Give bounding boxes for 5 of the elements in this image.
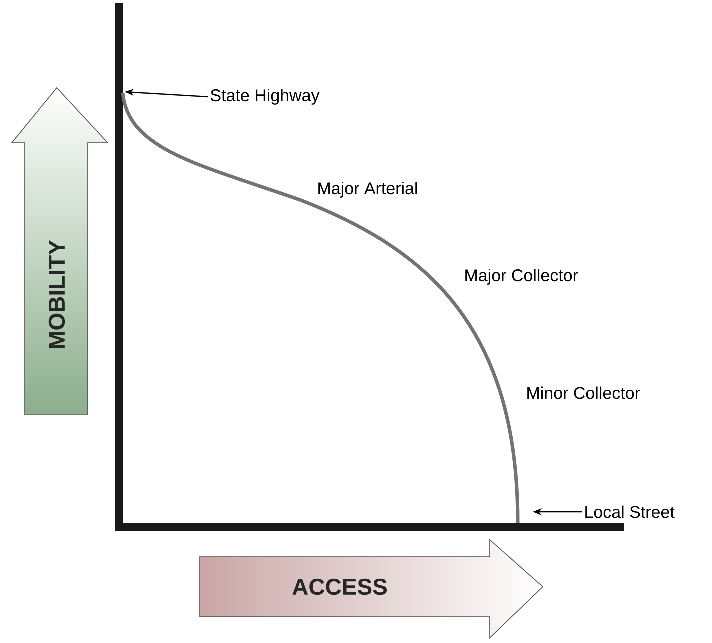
curve-label: Major Arterial [318, 182, 418, 198]
curve-label: Local Street [586, 506, 675, 518]
curve-label: Major Collector [466, 269, 578, 285]
curve-label: State Highway [210, 89, 320, 105]
curve-label: Minor Collector [528, 386, 640, 400]
